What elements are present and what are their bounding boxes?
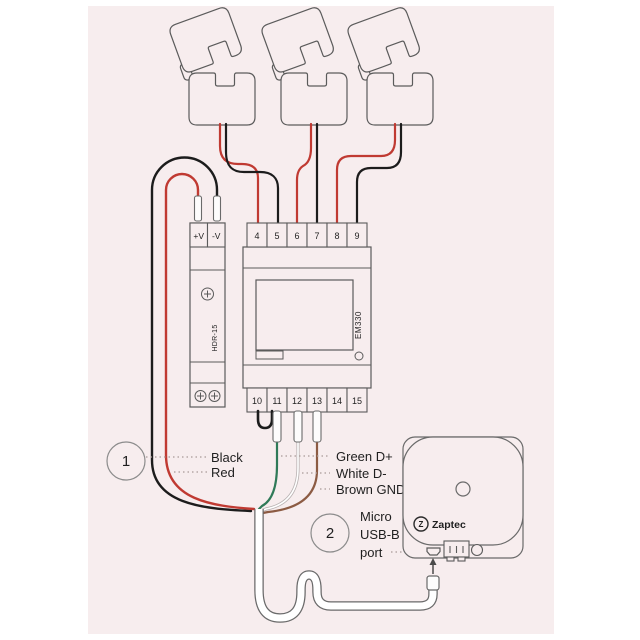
arrow-up-icon <box>429 558 437 565</box>
charger-button <box>455 481 471 497</box>
wire-ct3-red <box>335 122 397 226</box>
ct-clamp-3 <box>347 7 434 126</box>
em330-meter: EM330 4 5 6 7 8 9 10 <box>242 222 372 413</box>
ferrule-minus <box>212 195 222 222</box>
terminal-7-label: 7 <box>314 231 319 241</box>
terminal-12-label: 12 <box>292 396 302 406</box>
meter-button <box>255 350 284 360</box>
label-white-wire: White D- <box>336 466 387 481</box>
terminal-15 <box>346 387 368 413</box>
ct-clamp-2-bottom-jaw <box>280 72 348 126</box>
ct-clamp-1 <box>169 7 256 126</box>
terminal-5-label: 5 <box>274 231 279 241</box>
terminal-10-label: 10 <box>252 396 262 406</box>
meter-display <box>255 279 354 351</box>
terminal-9-label: 9 <box>354 231 359 241</box>
ferrule-plus <box>193 195 203 222</box>
label-micro: Micro <box>360 509 392 524</box>
label-port: port <box>360 545 383 560</box>
terminal-11-label: 11 <box>272 396 281 406</box>
wire-data-brown <box>261 439 319 515</box>
callout-1: 1 Black Red <box>106 441 243 481</box>
zaptec-brand-text: Zaptec <box>432 519 466 531</box>
meter-bottom-terminal-row <box>246 387 368 413</box>
callout-2-badge <box>310 513 350 553</box>
usb-connector-assembly <box>426 558 440 591</box>
label-green-wire: Green D+ <box>336 449 393 464</box>
wire-ct1-black <box>224 122 280 226</box>
label-red-wire: Red <box>211 465 235 480</box>
terminal-8-label: 8 <box>334 231 339 241</box>
psu-terminal-plus-label: +V <box>193 231 204 241</box>
zaptec-logo: Z Zaptec <box>413 516 466 532</box>
label-brown-wire: Brown GND <box>336 482 405 497</box>
callout-1-badge <box>106 441 146 481</box>
jumper-wire-10-11 <box>256 409 274 430</box>
data-wire-labels: Green D+ White D- Brown GND <box>281 449 405 497</box>
wire-data-green <box>257 439 279 511</box>
psu-screw-left <box>194 390 207 402</box>
label-black-wire: Black <box>211 450 243 465</box>
ct-clamp-2-top-jaw <box>261 7 334 73</box>
terminal-15-label: 15 <box>352 396 362 406</box>
wire-power-black <box>150 156 253 513</box>
ct-clamp-1-bottom-jaw <box>188 72 256 126</box>
meter-led <box>354 351 364 361</box>
zaptec-logo-letter: Z <box>419 520 424 529</box>
ct-clamp-3-top-jaw <box>347 7 420 73</box>
psu-screw-right <box>208 390 221 402</box>
terminal-14-label: 14 <box>332 396 342 406</box>
ct-clamp-2 <box>261 7 348 126</box>
zaptec-charger: Z Zaptec <box>402 436 524 562</box>
wire-ct2-red <box>295 122 313 226</box>
psu-terminal-minus-label: -V <box>212 231 221 241</box>
wire-data-white <box>260 440 299 512</box>
psu-terminal-minus <box>206 222 226 248</box>
micro-usb-port <box>426 547 441 556</box>
charger-terminal-block <box>443 540 470 562</box>
wire-power-red <box>164 172 256 511</box>
terminal-13-label: 13 <box>312 396 322 406</box>
zaptec-logo-icon <box>413 516 429 532</box>
terminal-9 <box>346 222 368 248</box>
psu-adjust-screw <box>201 287 214 301</box>
label-usbb: USB-B <box>360 527 400 542</box>
ct-clamp-1-top-jaw <box>169 7 242 73</box>
meter-model-label: EM330 <box>354 311 363 339</box>
usb-connector <box>426 575 440 591</box>
meter-top-terminal-row <box>246 222 368 248</box>
ct-clamp-3-bottom-jaw <box>366 72 434 126</box>
usb-cable <box>255 509 437 622</box>
terminal-4-label: 4 <box>254 231 259 241</box>
charger-gland-hole <box>470 543 484 557</box>
ferrule-brown <box>312 410 322 443</box>
terminal-6-label: 6 <box>294 231 299 241</box>
callout-2-number: 2 <box>326 525 334 542</box>
psu-body <box>189 222 226 408</box>
ferrule-green <box>272 410 282 443</box>
wire-ct3-black <box>355 122 403 226</box>
psu-model-label: HDR-15 <box>212 324 219 351</box>
ferrule-white <box>293 410 303 443</box>
callout-1-number: 1 <box>122 453 130 470</box>
hdr15-power-supply: +V -V HDR-15 <box>189 195 226 408</box>
